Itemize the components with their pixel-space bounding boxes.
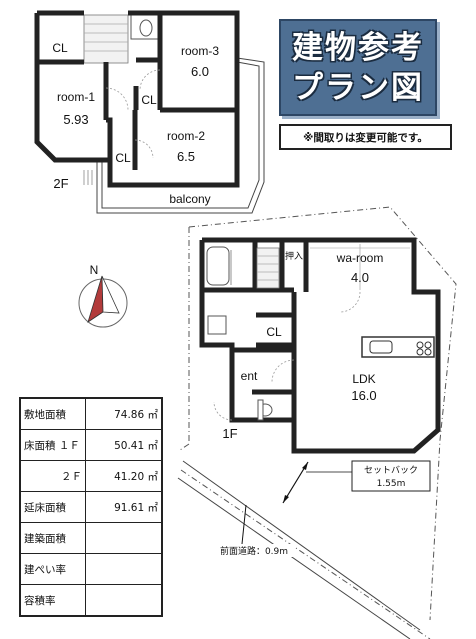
table-row: 建ぺい率: [19, 553, 163, 585]
closet-label: CL: [52, 41, 68, 55]
compass-icon: N: [78, 263, 128, 328]
area-value: [85, 522, 163, 554]
layout-change-note: ※間取りは変更可能です。: [279, 124, 452, 150]
floor-2-label: 2F: [53, 176, 68, 191]
closet-label: CL: [141, 93, 157, 107]
area-value: 74.86 ㎡: [85, 397, 163, 430]
compass-north-label: N: [90, 263, 99, 277]
floor-1-label: 1F: [222, 426, 237, 441]
entrance-label: ent: [241, 369, 258, 383]
table-row: ２Ｆ 41.20 ㎡: [19, 460, 163, 492]
area-key: 延床面積: [19, 491, 86, 523]
area-value: 50.41 ㎡: [85, 429, 163, 461]
room-2-size: 6.5: [177, 149, 195, 164]
plan-title-line-1: 建物参考: [292, 29, 424, 66]
area-value: [85, 584, 163, 617]
area-value: 91.61 ㎡: [85, 491, 163, 523]
area-key: 建築面積: [19, 522, 86, 554]
plan-title-line-2: プラン図: [292, 69, 424, 106]
area-key: 敷地面積: [19, 397, 86, 430]
area-value: 41.20 ㎡: [85, 460, 163, 492]
oshiire-label: 押入: [285, 250, 303, 262]
wa-room-size: 4.0: [351, 270, 369, 285]
area-table: 敷地面積 74.86 ㎡ 床面積 １Ｆ 50.41 ㎡ ２Ｆ 41.20 ㎡ 延…: [19, 397, 163, 617]
room-2-name: room-2: [167, 129, 205, 143]
closet-label: CL: [266, 325, 282, 339]
area-value: [85, 553, 163, 585]
closet-label: CL: [115, 151, 131, 165]
room-3-name: room-3: [181, 44, 219, 58]
front-road-label: 前面道路：0.9m: [220, 545, 288, 557]
room-1-size: 5.93: [63, 112, 88, 127]
table-row: 床面積 １Ｆ 50.41 ㎡: [19, 429, 163, 461]
ldk-name: LDK: [352, 372, 375, 386]
table-row: 容積率: [19, 584, 163, 617]
ldk-size: 16.0: [351, 388, 376, 403]
table-row: 建築面積: [19, 522, 163, 554]
room-3-size: 6.0: [191, 64, 209, 79]
plan-title-badge: 建物参考 プラン図: [279, 19, 437, 116]
wa-room-name: wa-room: [336, 251, 384, 265]
floor-1-plan: 押入 wa-room 4.0 CL ent LDK 16.0 1F セットバック…: [177, 206, 457, 639]
setback-label: セットバック: [364, 465, 418, 476]
table-row: 延床面積 91.61 ㎡: [19, 491, 163, 523]
balcony-label: balcony: [169, 192, 210, 206]
room-1-name: room-1: [57, 90, 95, 104]
setback-value: 1.55m: [377, 479, 406, 489]
area-key: ２Ｆ: [19, 460, 86, 492]
area-key: 床面積 １Ｆ: [19, 429, 86, 461]
area-key: 建ぺい率: [19, 553, 86, 585]
table-row: 敷地面積 74.86 ㎡: [19, 397, 163, 430]
area-key: 容積率: [19, 584, 86, 617]
floor-2-plan: CL room-1 5.93 room-3 6.0 CL room-2 6.5 …: [34, 10, 265, 214]
